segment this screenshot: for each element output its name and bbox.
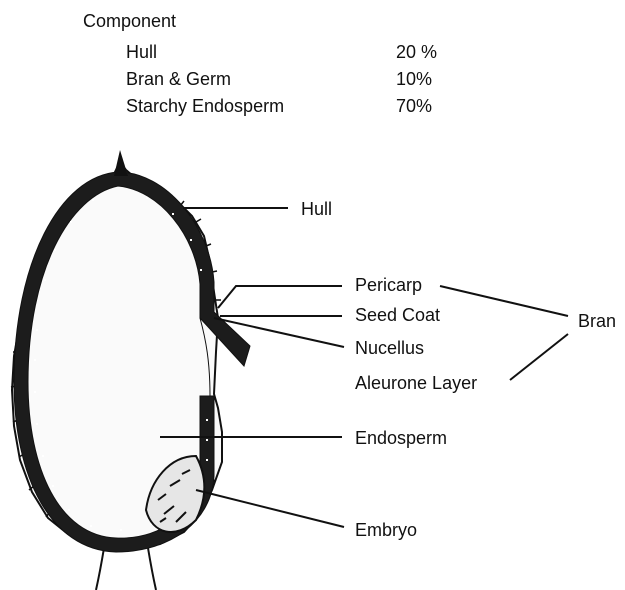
leader-bran-lower: [510, 334, 568, 380]
stalk: [96, 548, 156, 590]
hull-tip: [114, 150, 128, 176]
label-hull: Hull: [301, 199, 332, 219]
leader-pericarp: [218, 286, 342, 308]
label-endosperm: Endosperm: [355, 428, 447, 448]
label-embryo: Embryo: [355, 520, 417, 540]
leader-bran-upper: [440, 286, 568, 316]
label-seed-coat: Seed Coat: [355, 305, 440, 325]
label-nucellus: Nucellus: [355, 338, 424, 358]
label-aleurone-layer: Aleurone Layer: [355, 373, 477, 393]
label-pericarp: Pericarp: [355, 275, 422, 295]
leader-embryo: [196, 490, 344, 527]
label-bran: Bran: [578, 311, 616, 331]
